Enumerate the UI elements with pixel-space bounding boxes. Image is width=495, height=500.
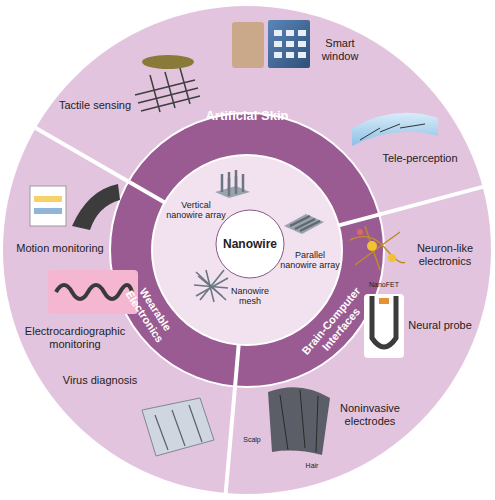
structure-label: Parallel nanowire array [278,250,342,271]
category-band: Artificial Skin [182,109,312,124]
neuron-icon [350,226,405,270]
coil [142,55,194,69]
node-text: Wearable Electronics [117,271,184,355]
u-probe [372,296,396,347]
node-text: Motion monitoring [10,242,110,255]
node-text: Virus diagnosis [50,374,150,387]
neuron [388,254,396,262]
wires [222,170,243,196]
sensor-sheet [142,398,214,456]
category-ring [110,113,384,387]
substrate [215,186,250,198]
node-text: Neural probe [405,319,475,332]
divider-line [339,187,483,226]
outer-ring [3,6,491,494]
keypad [268,20,310,68]
application-sector: Motion monitoring [10,242,110,255]
vertical-array-icon [215,170,250,198]
electrode-icon [268,387,330,455]
structure-label: Vertical nanowire array [164,200,228,221]
motion-icon [30,184,120,230]
application-sector: Neural probe [405,319,475,332]
application-sector: Virus diagnosis [50,374,150,387]
virus-icon [142,398,214,456]
node-text: Nanowire [223,237,277,251]
sector-dividers [36,128,483,493]
tactile-icon [135,55,200,112]
application-sector: Noninvasive electrodes [336,402,404,427]
application-sector: Smart window [315,37,365,62]
divider-line [226,345,239,494]
application-sector: Neuron-like electronics [412,242,478,267]
node-text: Electrocardiographic monitoring [18,325,133,350]
callout-label: Scalp [239,436,265,444]
callout-label: NanoFET [364,281,404,289]
wrist [232,22,264,68]
structure-label: Nanowire mesh [228,286,272,307]
neuron [367,241,377,251]
tele-icon [352,113,438,146]
application-sector: Electrocardiographic monitoring [18,325,133,350]
mesh-icon [194,270,228,302]
scalp [268,387,330,455]
application-sector: Tele-perception [373,152,468,165]
node-text: Tactile sensing [50,99,140,112]
neuron [357,229,363,235]
node-text: Artificial Skin [182,109,312,124]
smart-window-icon [232,20,310,68]
node-text: Tele-perception [373,152,468,165]
application-sector: Tactile sensing [50,99,140,112]
node-text: Brain-Computer Interfaces [294,279,378,372]
center-circle: Nanowire [216,210,285,279]
serpentine [56,285,132,299]
sleeve [72,184,120,230]
probe-ground [364,294,404,358]
fet [379,298,389,304]
category-band: Wearable Electronics [117,271,184,355]
node-text: Smart window [315,37,365,62]
cross-section [30,186,66,226]
node-text: Noninvasive electrodes [336,402,404,427]
node-text: Neuron-like electronics [412,242,478,267]
substrate [284,214,324,234]
category-band: Brain-Computer Interfaces [294,279,378,372]
skin-layer [352,113,438,146]
probe-icon [364,294,404,358]
parallel-array-icon [284,214,324,234]
callout-label: Hair [301,462,323,470]
inner-disk [152,155,342,345]
wires [290,216,320,231]
